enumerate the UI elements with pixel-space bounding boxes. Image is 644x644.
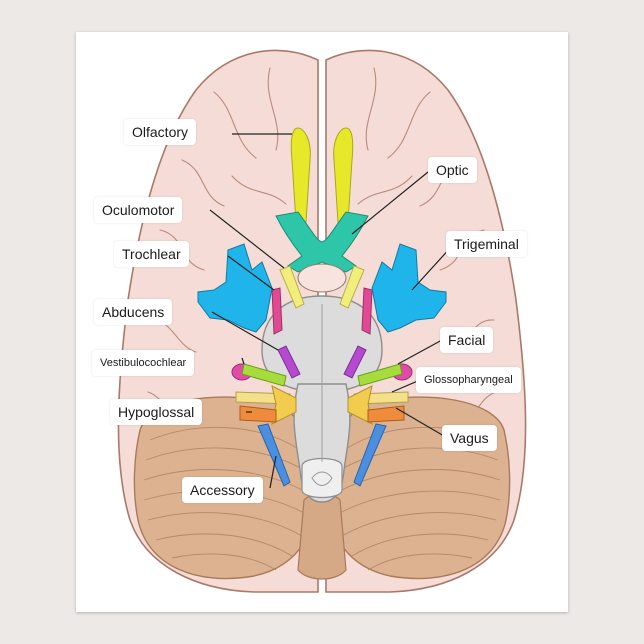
- vermis: [297, 493, 347, 580]
- accessory-nerve: [257, 423, 387, 487]
- optic-nerve: [275, 211, 369, 293]
- leader-oculomotor: [209, 209, 285, 269]
- label-facial: Facial: [440, 327, 494, 353]
- leader-facial: [397, 339, 443, 365]
- hypoglossal-nerve: [239, 405, 405, 423]
- label-vestibulocochlear: Vestibulocochlear: [92, 350, 195, 376]
- trochlear-nerve: [271, 287, 373, 335]
- leader-lines: [209, 133, 453, 489]
- label-oculomotor: Oculomotor: [94, 197, 183, 223]
- label-glossopharyngeal: Glossopharyngeal: [416, 367, 521, 393]
- folia-lines: [143, 426, 501, 571]
- oculomotor-nerve: [279, 265, 365, 309]
- label-olfactory: Olfactory: [124, 119, 197, 145]
- leader-vagus: [395, 407, 445, 437]
- facial-nerve: [241, 363, 403, 387]
- label-vagus: Vagus: [442, 425, 497, 451]
- leader-accessory: [269, 455, 277, 489]
- label-trigeminal: Trigeminal: [446, 231, 527, 257]
- cord-section: [311, 471, 333, 486]
- leader-optic: [351, 171, 429, 235]
- leader-trochlear: [227, 255, 275, 291]
- label-trochlear: Trochlear: [114, 241, 189, 267]
- leader-vestibulocochlear: [241, 357, 245, 365]
- label-optic: Optic: [428, 157, 477, 183]
- leader-trigeminal: [411, 245, 453, 291]
- abducens-nerve: [277, 345, 367, 379]
- trigeminal-nerve: [197, 243, 447, 333]
- label-abducens: Abducens: [94, 299, 173, 325]
- label-accessory: Accessory: [182, 477, 263, 503]
- leader-abducens: [211, 311, 279, 351]
- olfactory-nerve: [290, 127, 354, 223]
- leader-glossopharyngeal: [391, 379, 421, 393]
- vagus-nerve: [271, 385, 373, 425]
- label-hypoglossal: Hypoglossal: [110, 399, 203, 425]
- spinal-cord: [301, 457, 343, 499]
